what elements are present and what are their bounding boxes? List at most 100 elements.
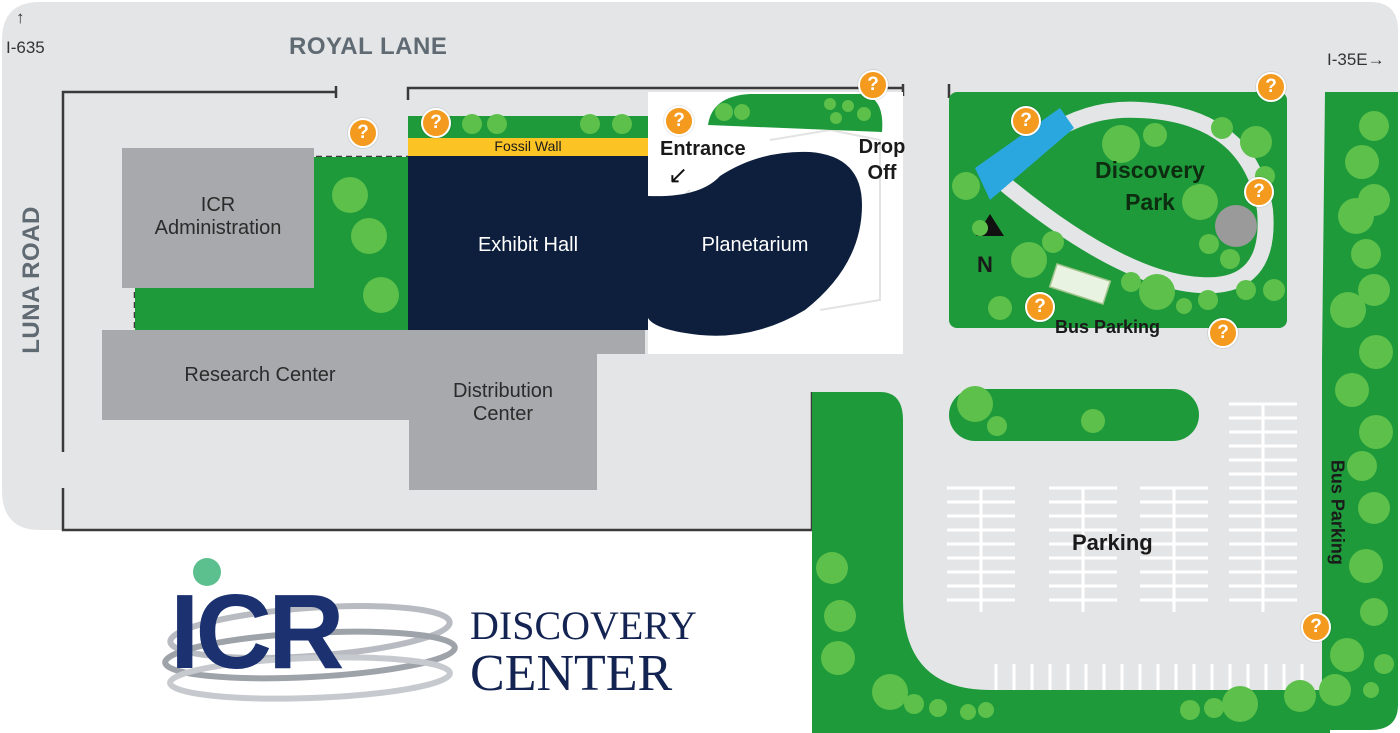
- tree: [1176, 298, 1192, 314]
- tree: [1204, 698, 1224, 718]
- tree: [734, 104, 750, 120]
- royal-lane-label: ROYAL LANE: [289, 33, 448, 60]
- icr-administration-label: ICR Administration: [154, 194, 282, 239]
- info-marker-fossil-wall[interactable]: ?: [421, 108, 451, 138]
- tree: [1180, 700, 1200, 720]
- tree: [952, 172, 980, 200]
- parking-stalls: [947, 402, 1304, 690]
- parking-island: [949, 389, 1199, 441]
- highway-north-label: I-635: [6, 38, 45, 57]
- info-marker-pavilion[interactable]: ?: [1025, 292, 1055, 322]
- park-pond: [975, 108, 1074, 200]
- tree: [1319, 674, 1351, 706]
- tree: [1358, 492, 1390, 524]
- tree: [904, 694, 924, 714]
- tree: [1360, 598, 1388, 626]
- tree: [830, 112, 842, 124]
- info-marker-pond[interactable]: ?: [1011, 106, 1041, 136]
- fossil-wall: [408, 138, 648, 156]
- tree: [842, 100, 854, 112]
- info-marker-admin[interactable]: ?: [348, 118, 378, 148]
- tree: [1347, 451, 1377, 481]
- info-marker-bus-parking[interactable]: ?: [1208, 318, 1238, 348]
- tree: [351, 218, 387, 254]
- tree: [1359, 415, 1393, 449]
- east-green-strip: [1322, 92, 1398, 730]
- tree: [1351, 239, 1381, 269]
- tree: [1359, 335, 1393, 369]
- tree: [1199, 234, 1219, 254]
- exhibit-hall-building: [408, 156, 648, 330]
- tree: [1240, 126, 1272, 158]
- tree: [929, 699, 947, 717]
- tree: [1263, 279, 1285, 301]
- tree: [1198, 290, 1218, 310]
- tree: [487, 114, 507, 134]
- tree: [960, 704, 976, 720]
- tree: [715, 103, 733, 121]
- parking-lot: [812, 360, 1330, 733]
- tree: [988, 296, 1012, 320]
- tree: [1220, 249, 1240, 269]
- tree: [872, 674, 908, 710]
- tree: [1358, 274, 1390, 306]
- tree: [816, 552, 848, 584]
- tree: [972, 220, 988, 236]
- highway-north-arrow: ↑: [16, 8, 25, 27]
- tree: [1284, 680, 1316, 712]
- drop-off-label: Drop Off: [858, 136, 906, 184]
- exhibit-hall-label: Exhibit Hall: [477, 234, 579, 256]
- park-walking-path: [988, 101, 1274, 294]
- info-marker-monument[interactable]: ?: [1244, 177, 1274, 207]
- trees: [332, 98, 1394, 722]
- tree: [1102, 125, 1140, 163]
- tree: [1222, 686, 1258, 722]
- tree: [1363, 682, 1379, 698]
- tree: [824, 98, 836, 110]
- bus-parking-park-label: Bus Parking: [1055, 317, 1161, 337]
- info-marker-drop-off[interactable]: ?: [858, 70, 888, 100]
- research-distribution-building: [102, 330, 645, 490]
- icr-administration-building: [122, 148, 314, 288]
- tree: [1374, 654, 1394, 674]
- planetarium-building: [648, 151, 862, 336]
- bus-parking-side-label: Bus Parking: [1327, 459, 1348, 565]
- tree: [987, 416, 1007, 436]
- park-monument: [1215, 205, 1257, 247]
- logo-dot: [193, 558, 221, 586]
- tree: [1236, 280, 1256, 300]
- entrance-label: Entrance: [660, 138, 746, 160]
- tree: [957, 386, 993, 422]
- tree: [1330, 638, 1364, 672]
- tree: [1335, 373, 1369, 407]
- info-marker-park-corner[interactable]: ?: [1256, 72, 1286, 102]
- tree: [1349, 549, 1383, 583]
- tree: [1330, 292, 1366, 328]
- tree: [1345, 145, 1379, 179]
- tree: [978, 702, 994, 718]
- tree: [824, 600, 856, 632]
- info-marker-parking[interactable]: ?: [1301, 612, 1331, 642]
- logo-mark: ICR: [170, 573, 345, 691]
- tree: [363, 277, 399, 313]
- tree: [1139, 274, 1175, 310]
- luna-road-label: LUNA ROAD: [18, 206, 46, 354]
- tree: [462, 114, 482, 134]
- entrance-arrow-icon: ↙: [668, 162, 689, 189]
- discovery-park-label: Discovery Park: [1095, 157, 1205, 216]
- tree: [1182, 184, 1218, 220]
- tree: [1081, 409, 1105, 433]
- park-pavilion: [1048, 262, 1112, 306]
- planetarium-label: Planetarium: [701, 234, 809, 256]
- tree: [1359, 111, 1389, 141]
- tree: [1143, 123, 1167, 147]
- research-center-label: Research Center: [184, 364, 336, 386]
- logo-line-1: DISCOVERY: [470, 603, 697, 648]
- distribution-center-label: Distribution Center: [452, 380, 554, 425]
- logo-line-2: CENTER: [470, 645, 673, 702]
- info-marker-entrance[interactable]: ?: [664, 106, 694, 136]
- tree: [1121, 272, 1141, 292]
- tree: [580, 114, 600, 134]
- highway-east-label: I-35E→: [1327, 50, 1385, 69]
